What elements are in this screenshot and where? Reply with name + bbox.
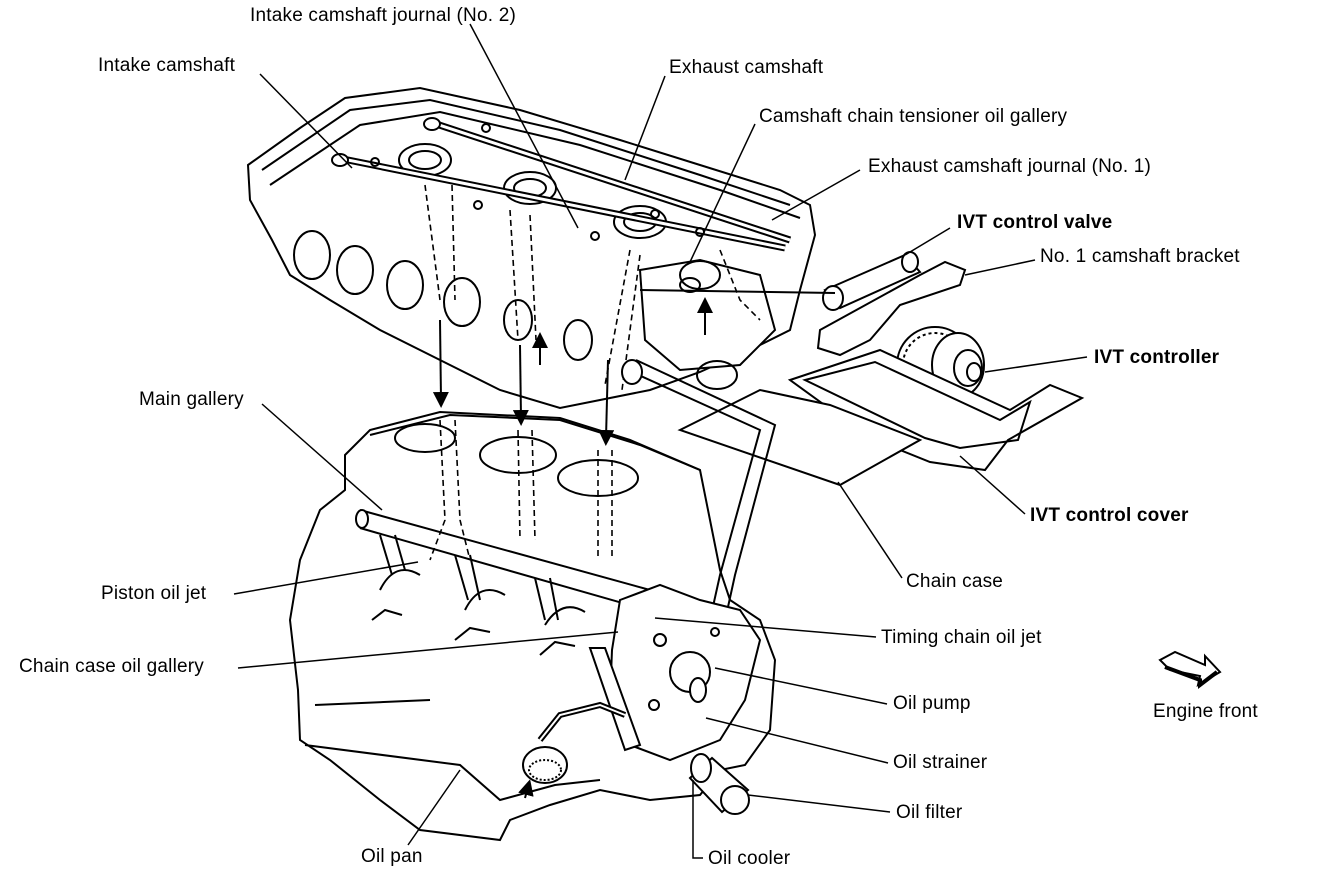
label-oil-pump: Oil pump (893, 693, 971, 714)
chain-case (677, 388, 923, 487)
label-intake-camshaft-journal-no2: Intake camshaft journal (No. 2) (250, 5, 516, 26)
label-ivt-control-valve: IVT control valve (957, 212, 1113, 233)
label-chain-case-oil-gallery: Chain case oil gallery (19, 656, 204, 677)
label-ivt-controller: IVT controller (1094, 347, 1220, 368)
head-oil-passages (424, 184, 761, 391)
label-tensioner-oil-gallery: Camshaft chain tensioner oil gallery (759, 106, 1068, 127)
label-oil-strainer: Oil strainer (893, 752, 988, 773)
label-timing-chain-oil-jet: Timing chain oil jet (881, 627, 1042, 648)
oil-filter (688, 753, 750, 815)
ivt-assembly (639, 251, 1085, 472)
oil-pump-assembly (588, 583, 762, 762)
main-gallery-pipe (355, 509, 651, 621)
label-exhaust-camshaft: Exhaust camshaft (669, 57, 824, 78)
label-oil-cooler: Oil cooler (708, 848, 791, 869)
label-engine-front: Engine front (1153, 701, 1258, 722)
label-main-gallery: Main gallery (139, 389, 244, 410)
label-exhaust-camshaft-journal-no1: Exhaust camshaft journal (No. 1) (868, 156, 1152, 177)
engine-front-arrow-icon (1158, 650, 1222, 690)
flow-arrows (432, 297, 713, 446)
label-piston-oil-jet: Piston oil jet (101, 583, 207, 604)
label-chain-case: Chain case (906, 571, 1004, 592)
label-no1-camshaft-bracket: No. 1 camshaft bracket (1040, 246, 1240, 267)
label-intake-camshaft: Intake camshaft (98, 55, 236, 76)
label-ivt-control-cover: IVT control cover (1030, 505, 1189, 526)
block-oil-passages (429, 419, 613, 561)
oil-strainer (518, 701, 627, 799)
label-oil-pan: Oil pan (361, 846, 423, 867)
leader-lines (233, 23, 1088, 859)
label-oil-filter: Oil filter (896, 802, 963, 823)
